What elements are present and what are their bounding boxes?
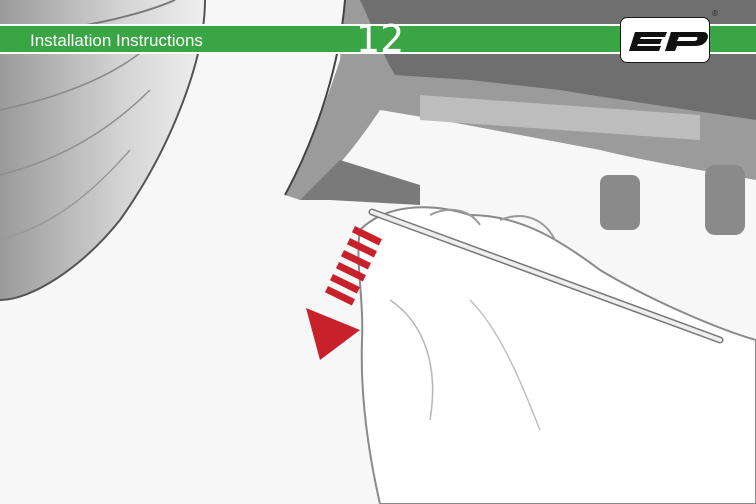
document-title: Installation Instructions	[30, 28, 203, 54]
ep-logo-icon	[621, 18, 711, 64]
page-number: 12	[356, 19, 404, 59]
registered-mark: ®	[711, 9, 719, 18]
brand-logo	[620, 17, 710, 63]
